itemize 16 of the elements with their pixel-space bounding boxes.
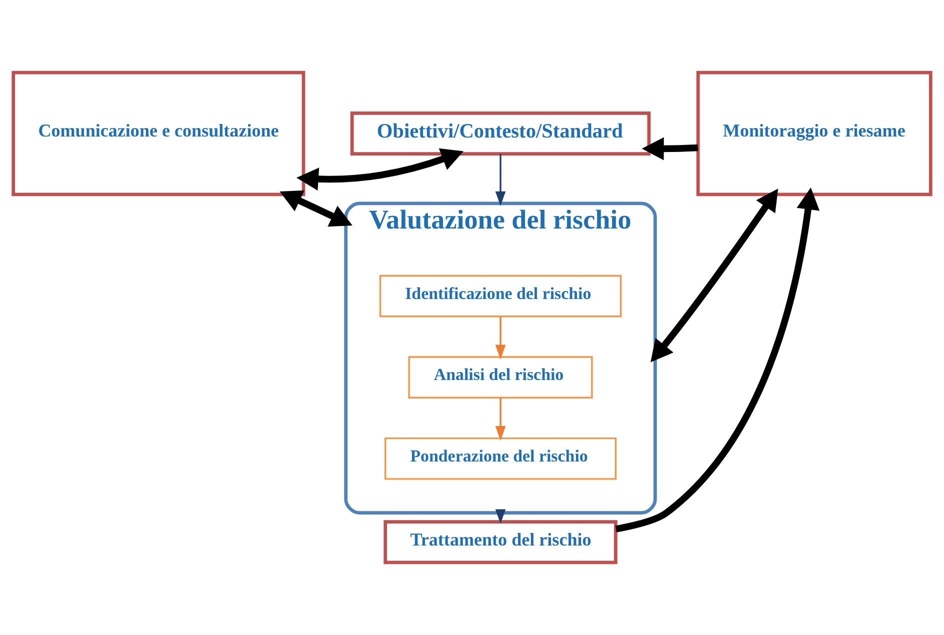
node-box: Trattamento del rischio bbox=[384, 520, 618, 564]
arrow bbox=[650, 188, 778, 362]
node-box: Comunicazione e consultazione bbox=[12, 70, 306, 196]
arrow bbox=[280, 190, 352, 227]
arrow bbox=[615, 188, 820, 532]
arrow bbox=[495, 316, 506, 360]
arrow bbox=[495, 154, 506, 206]
node-box: Monitoraggio e riesame bbox=[696, 70, 932, 196]
node-box: Identificazione del rischio bbox=[379, 274, 622, 318]
arrow bbox=[495, 509, 506, 524]
node-box: Obiettivi/Contesto/Standard bbox=[350, 111, 651, 156]
arrow bbox=[296, 148, 464, 191]
arrow bbox=[495, 398, 506, 441]
node-box: Analisi del rischio bbox=[408, 356, 593, 398]
arrow bbox=[642, 137, 698, 160]
node-box: Ponderazione del rischio bbox=[384, 437, 616, 480]
